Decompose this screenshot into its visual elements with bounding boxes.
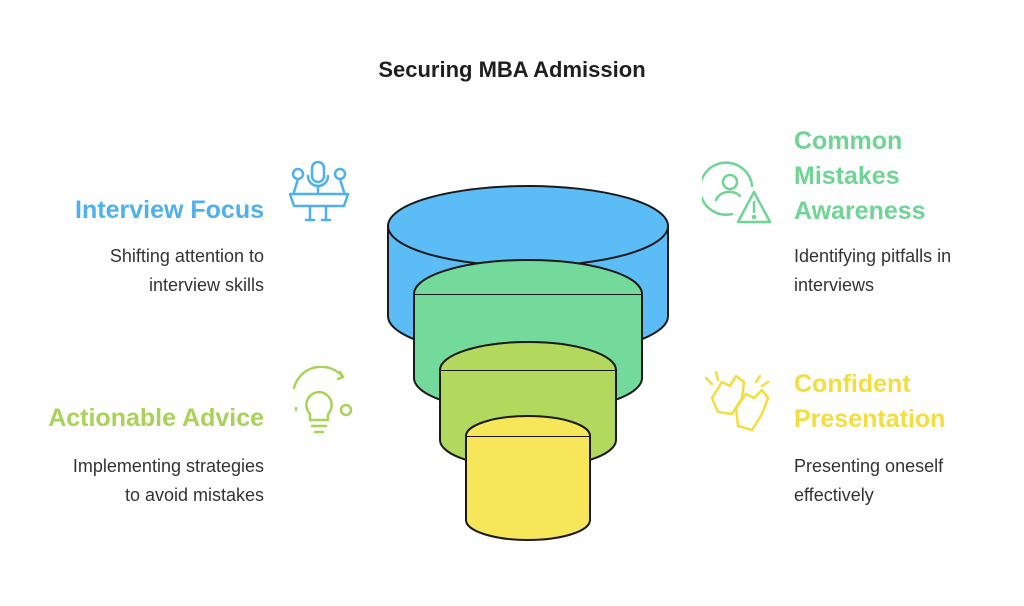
common-mistakes-heading: Common Mistakes Awareness — [794, 127, 926, 225]
common-mistakes-description: Identifying pitfalls in interviews — [794, 246, 952, 295]
actionable-advice-description: Implementing strategies to avoid mistake… — [72, 456, 264, 505]
cylinder-yellow — [465, 415, 591, 541]
confident-presentation-description: Presenting oneself effectively — [794, 456, 944, 505]
interview-focus-heading: Interview Focus — [75, 196, 264, 224]
user-warning-icon — [702, 161, 772, 224]
interview-focus-description: Shifting attention to interview skills — [109, 246, 264, 295]
lightbulb-icon — [292, 366, 353, 434]
page-title: Securing MBA Admission — [378, 57, 646, 82]
hands-clapping-icon — [704, 370, 770, 432]
actionable-advice-heading: Actionable Advice — [48, 404, 264, 432]
confident-presentation-heading: Confident Presentation — [794, 370, 946, 433]
podium-microphone-icon — [288, 160, 350, 222]
